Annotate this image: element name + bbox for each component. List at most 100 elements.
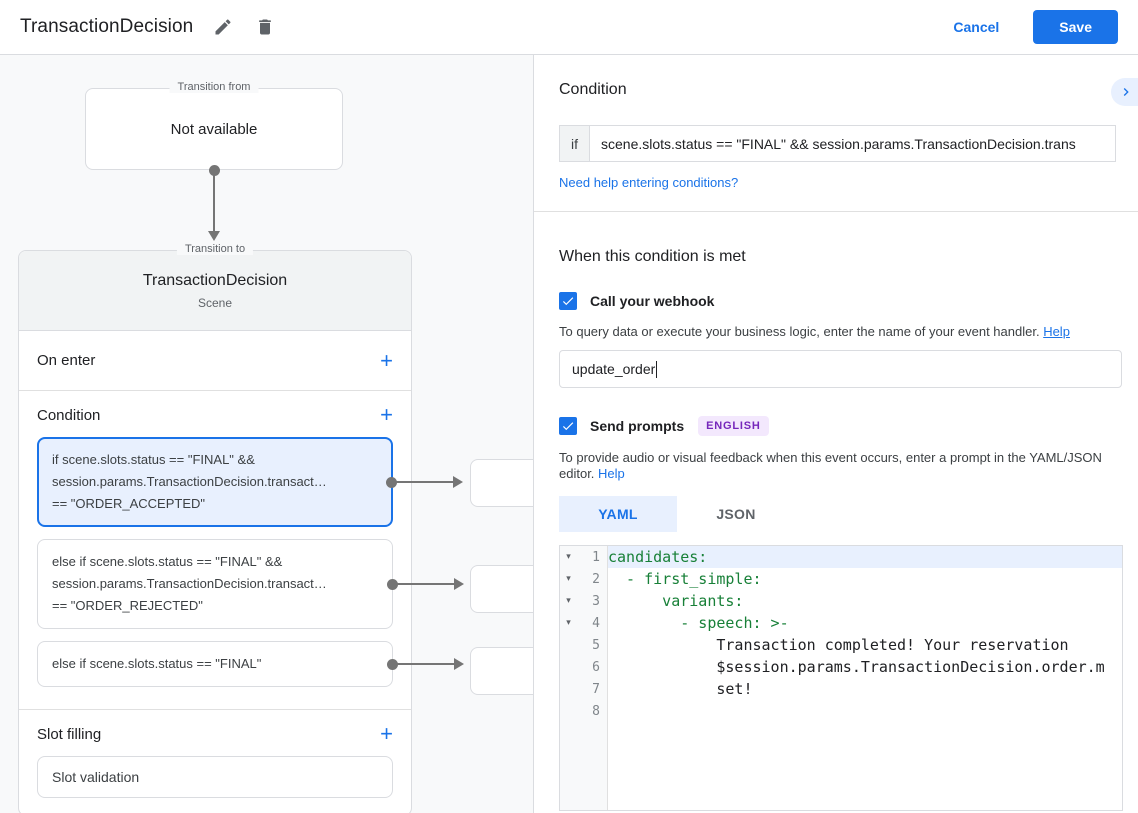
transition-from-value: Not available	[170, 120, 258, 138]
condition-line: session.params.TransactionDecision.trans…	[52, 474, 327, 489]
delete-icon[interactable]	[255, 16, 277, 38]
panel-title: Condition	[559, 81, 627, 98]
add-condition-button[interactable]: +	[380, 402, 393, 427]
collapse-panel-button[interactable]	[1111, 78, 1138, 106]
connector-line	[396, 481, 454, 483]
line-number: 8	[592, 703, 600, 719]
conditions-help-link[interactable]: Need help entering conditions?	[559, 175, 739, 190]
webhook-description-text: To query data or execute your business l…	[559, 324, 1044, 339]
condition-expression-input[interactable]: scene.slots.status == "FINAL" && session…	[590, 125, 1116, 162]
page-title: TransactionDecision	[20, 16, 194, 37]
on-enter-label: On enter	[37, 352, 96, 369]
condition-line: else if scene.slots.status == "FINAL"	[52, 656, 262, 671]
line-number: 4	[592, 615, 600, 631]
condition-section: Condition + if scene.slots.status == "FI…	[19, 391, 464, 710]
checkmark-icon	[562, 297, 574, 306]
connector-arrowhead	[208, 231, 220, 241]
line-number: 5	[592, 637, 600, 653]
code-line[interactable]: - first_simple:	[608, 570, 762, 588]
scene-header[interactable]: TransactionDecision Scene	[19, 251, 411, 331]
cancel-button[interactable]: Cancel	[939, 11, 1013, 43]
webhook-description: To query data or execute your business l…	[559, 324, 1122, 340]
webhook-handler-value: update_order	[572, 361, 656, 377]
code-line[interactable]: - speech: >-	[608, 614, 789, 632]
connector-arrowhead	[454, 658, 464, 670]
slot-filling-label: Slot filling	[37, 725, 102, 743]
prompts-help-link[interactable]: Help	[598, 466, 625, 481]
condition-detail-panel: Condition if scene.slots.status == "FINA…	[533, 55, 1138, 813]
connector-dot	[387, 658, 398, 670]
code-line[interactable]: variants:	[608, 592, 744, 610]
prompts-description-line1: To provide audio or visual feedback when…	[559, 450, 1102, 465]
condition-section-label: Condition	[37, 406, 101, 424]
connector-dot	[386, 476, 397, 488]
tab-json[interactable]: JSON	[716, 506, 756, 522]
add-slot-button[interactable]: +	[380, 721, 393, 746]
connector-line	[397, 583, 455, 585]
panel-divider	[534, 211, 1138, 212]
connector-arrowhead	[454, 578, 464, 590]
condition-card-order-rejected[interactable]: else if scene.slots.status == "FINAL" &&…	[37, 539, 464, 629]
line-number: 1	[592, 549, 600, 565]
yaml-editor[interactable]: ▾ 1 ▾ 2 ▾ 3 ▾ 4 5 6 7 8 candidates: - first_…	[559, 545, 1123, 811]
fold-arrow-icon[interactable]: ▾	[566, 574, 571, 584]
chevron-right-icon	[1123, 88, 1129, 96]
transition-to-node: Transition to TransactionDecision Scene …	[18, 243, 464, 813]
prompts-description-line2: editor.	[559, 466, 599, 481]
line-number: 6	[592, 659, 600, 675]
edit-icon[interactable]	[213, 16, 235, 38]
main-area: Transition from Not available Transition…	[0, 55, 1138, 813]
condition-line: == "ORDER_REJECTED"	[52, 598, 203, 613]
line-number: 3	[592, 593, 600, 609]
on-enter-section: On enter +	[19, 331, 411, 391]
fold-arrow-icon[interactable]: ▾	[566, 596, 571, 606]
tab-yaml[interactable]: YAML	[559, 496, 677, 532]
slot-validation-card[interactable]: Slot validation	[37, 756, 393, 798]
connector-dot	[209, 165, 220, 176]
language-badge: ENGLISH	[698, 416, 769, 436]
webhook-handler-input[interactable]: update_order	[559, 350, 1122, 388]
app-header: TransactionDecision Cancel Save	[0, 0, 1138, 55]
when-met-title: When this condition is met	[559, 248, 746, 265]
prompts-description: To provide audio or visual feedback when…	[559, 450, 1122, 482]
scene-type: Scene	[197, 295, 233, 310]
editor-tabs: YAML JSON	[559, 496, 1122, 532]
condition-line: session.params.TransactionDecision.trans…	[52, 576, 327, 591]
send-prompts-label: Send prompts	[590, 418, 685, 434]
code-line[interactable]: Transaction completed! Your reservation	[608, 636, 1069, 654]
save-button[interactable]: Save	[1033, 10, 1118, 44]
transition-to-legend: Transition to	[176, 243, 254, 255]
condition-line: if scene.slots.status == "FINAL" &&	[52, 452, 255, 467]
transition-from-node: Transition from Not available	[85, 81, 343, 170]
webhook-help-link[interactable]: Help	[1043, 324, 1070, 339]
fold-arrow-icon[interactable]: ▾	[566, 552, 571, 562]
add-on-enter-button[interactable]: +	[380, 347, 393, 373]
code-line[interactable]: $session.params.TransactionDecision.orde…	[608, 658, 1105, 676]
line-number: 7	[592, 681, 600, 697]
condition-line: == "ORDER_ACCEPTED"	[52, 496, 205, 511]
condition-expression-group: if scene.slots.status == "FINAL" && sess…	[559, 125, 1116, 162]
webhook-checkbox[interactable]	[559, 292, 577, 310]
editor-gutter: ▾ 1 ▾ 2 ▾ 3 ▾ 4 5 6 7 8	[560, 546, 608, 810]
connector-arrowhead	[453, 476, 463, 488]
scene-name: TransactionDecision	[142, 271, 288, 289]
transition-from-legend: Transition from	[169, 81, 259, 93]
condition-card-order-accepted[interactable]: if scene.slots.status == "FINAL" && sess…	[37, 437, 463, 527]
code-line[interactable]: candidates:	[608, 546, 1122, 568]
editor-code-area[interactable]: candidates: - first_simple: variants: - …	[608, 546, 1122, 810]
condition-card-final[interactable]: else if scene.slots.status == "FINAL"	[37, 641, 464, 687]
checkmark-icon	[562, 422, 574, 431]
slot-filling-section: Slot filling + Slot validation	[19, 710, 411, 808]
webhook-label: Call your webhook	[590, 293, 715, 309]
send-prompts-checkbox[interactable]	[559, 417, 577, 435]
code-line[interactable]	[608, 700, 1122, 722]
if-prefix-label: if	[559, 125, 590, 162]
condition-line: else if scene.slots.status == "FINAL" &&	[52, 554, 283, 569]
connector-dot	[387, 578, 398, 590]
connector-line	[213, 175, 215, 231]
connector-line	[397, 663, 455, 665]
fold-arrow-icon[interactable]: ▾	[566, 618, 571, 628]
code-line[interactable]: set!	[608, 680, 753, 698]
text-caret	[656, 360, 658, 378]
line-number: 2	[592, 571, 600, 587]
